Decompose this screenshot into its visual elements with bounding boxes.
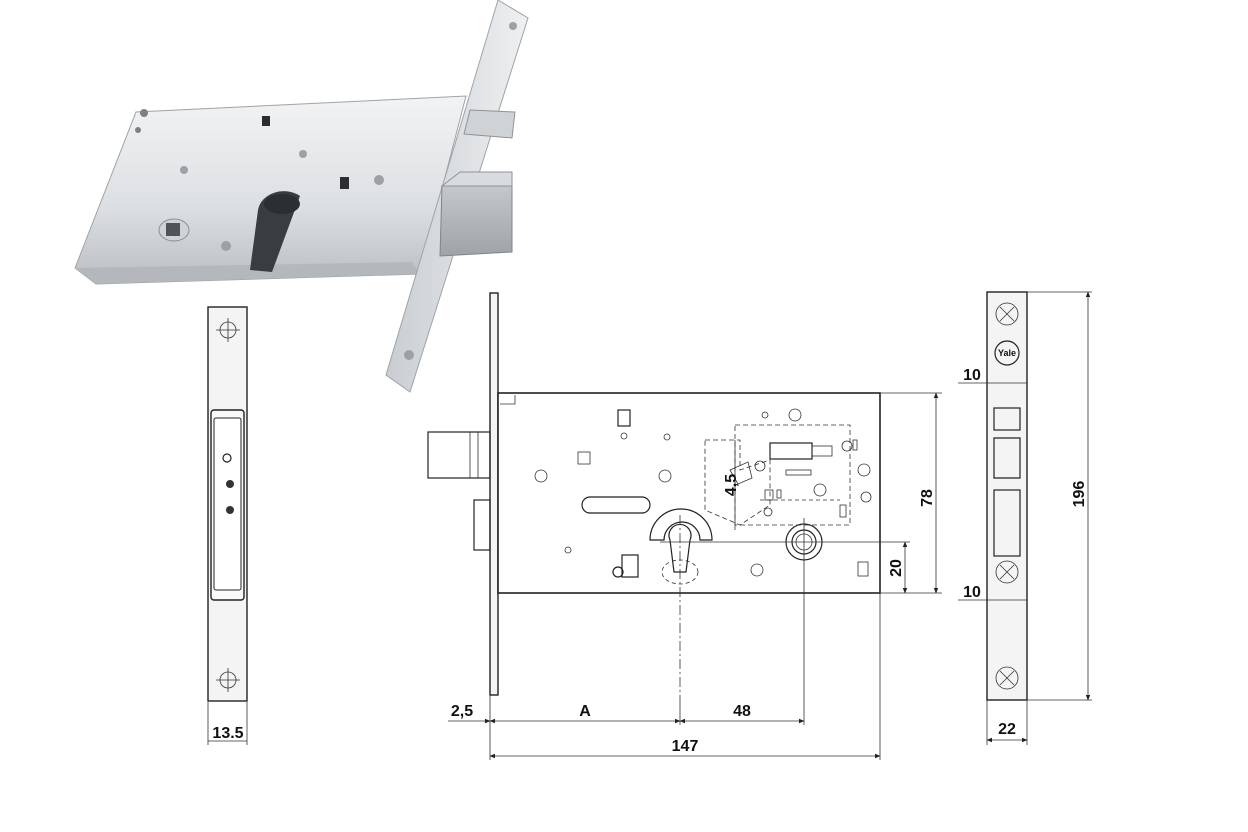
brand-logo-icon <box>994 340 1020 366</box>
brand-logo-text: Yale <box>998 348 1016 358</box>
lock-front-view: 4,5 78 20 2,5 A 48 147 <box>427 292 942 760</box>
dimension-forend-offset: 2,5 <box>451 703 473 720</box>
dimension-cylinder-offset: 20 <box>888 559 905 577</box>
strike-plate-view: Yale 10 10 196 22 <box>958 291 1092 745</box>
dimension-strike-height: 196 <box>1071 481 1088 508</box>
dimension-case-width: 147 <box>672 738 699 755</box>
dimension-front-width: 13.5 <box>212 725 243 742</box>
dimension-small-offset: 4,5 <box>723 474 740 496</box>
forend-side-view: 13.5 <box>207 306 248 745</box>
latch-bolt-render <box>463 109 516 139</box>
lock-product-render <box>74 0 529 393</box>
dimension-backset: A <box>579 703 591 720</box>
dimension-strike-bottom: 10 <box>963 584 981 601</box>
dead-bolt-render <box>439 185 513 257</box>
dimension-strike-top: 10 <box>963 367 981 384</box>
dimension-center-distance: 48 <box>733 703 751 720</box>
dimension-strike-width: 22 <box>998 721 1016 738</box>
forend-strip <box>489 292 499 696</box>
lock-case <box>497 392 881 594</box>
dimension-case-height: 78 <box>919 489 936 507</box>
